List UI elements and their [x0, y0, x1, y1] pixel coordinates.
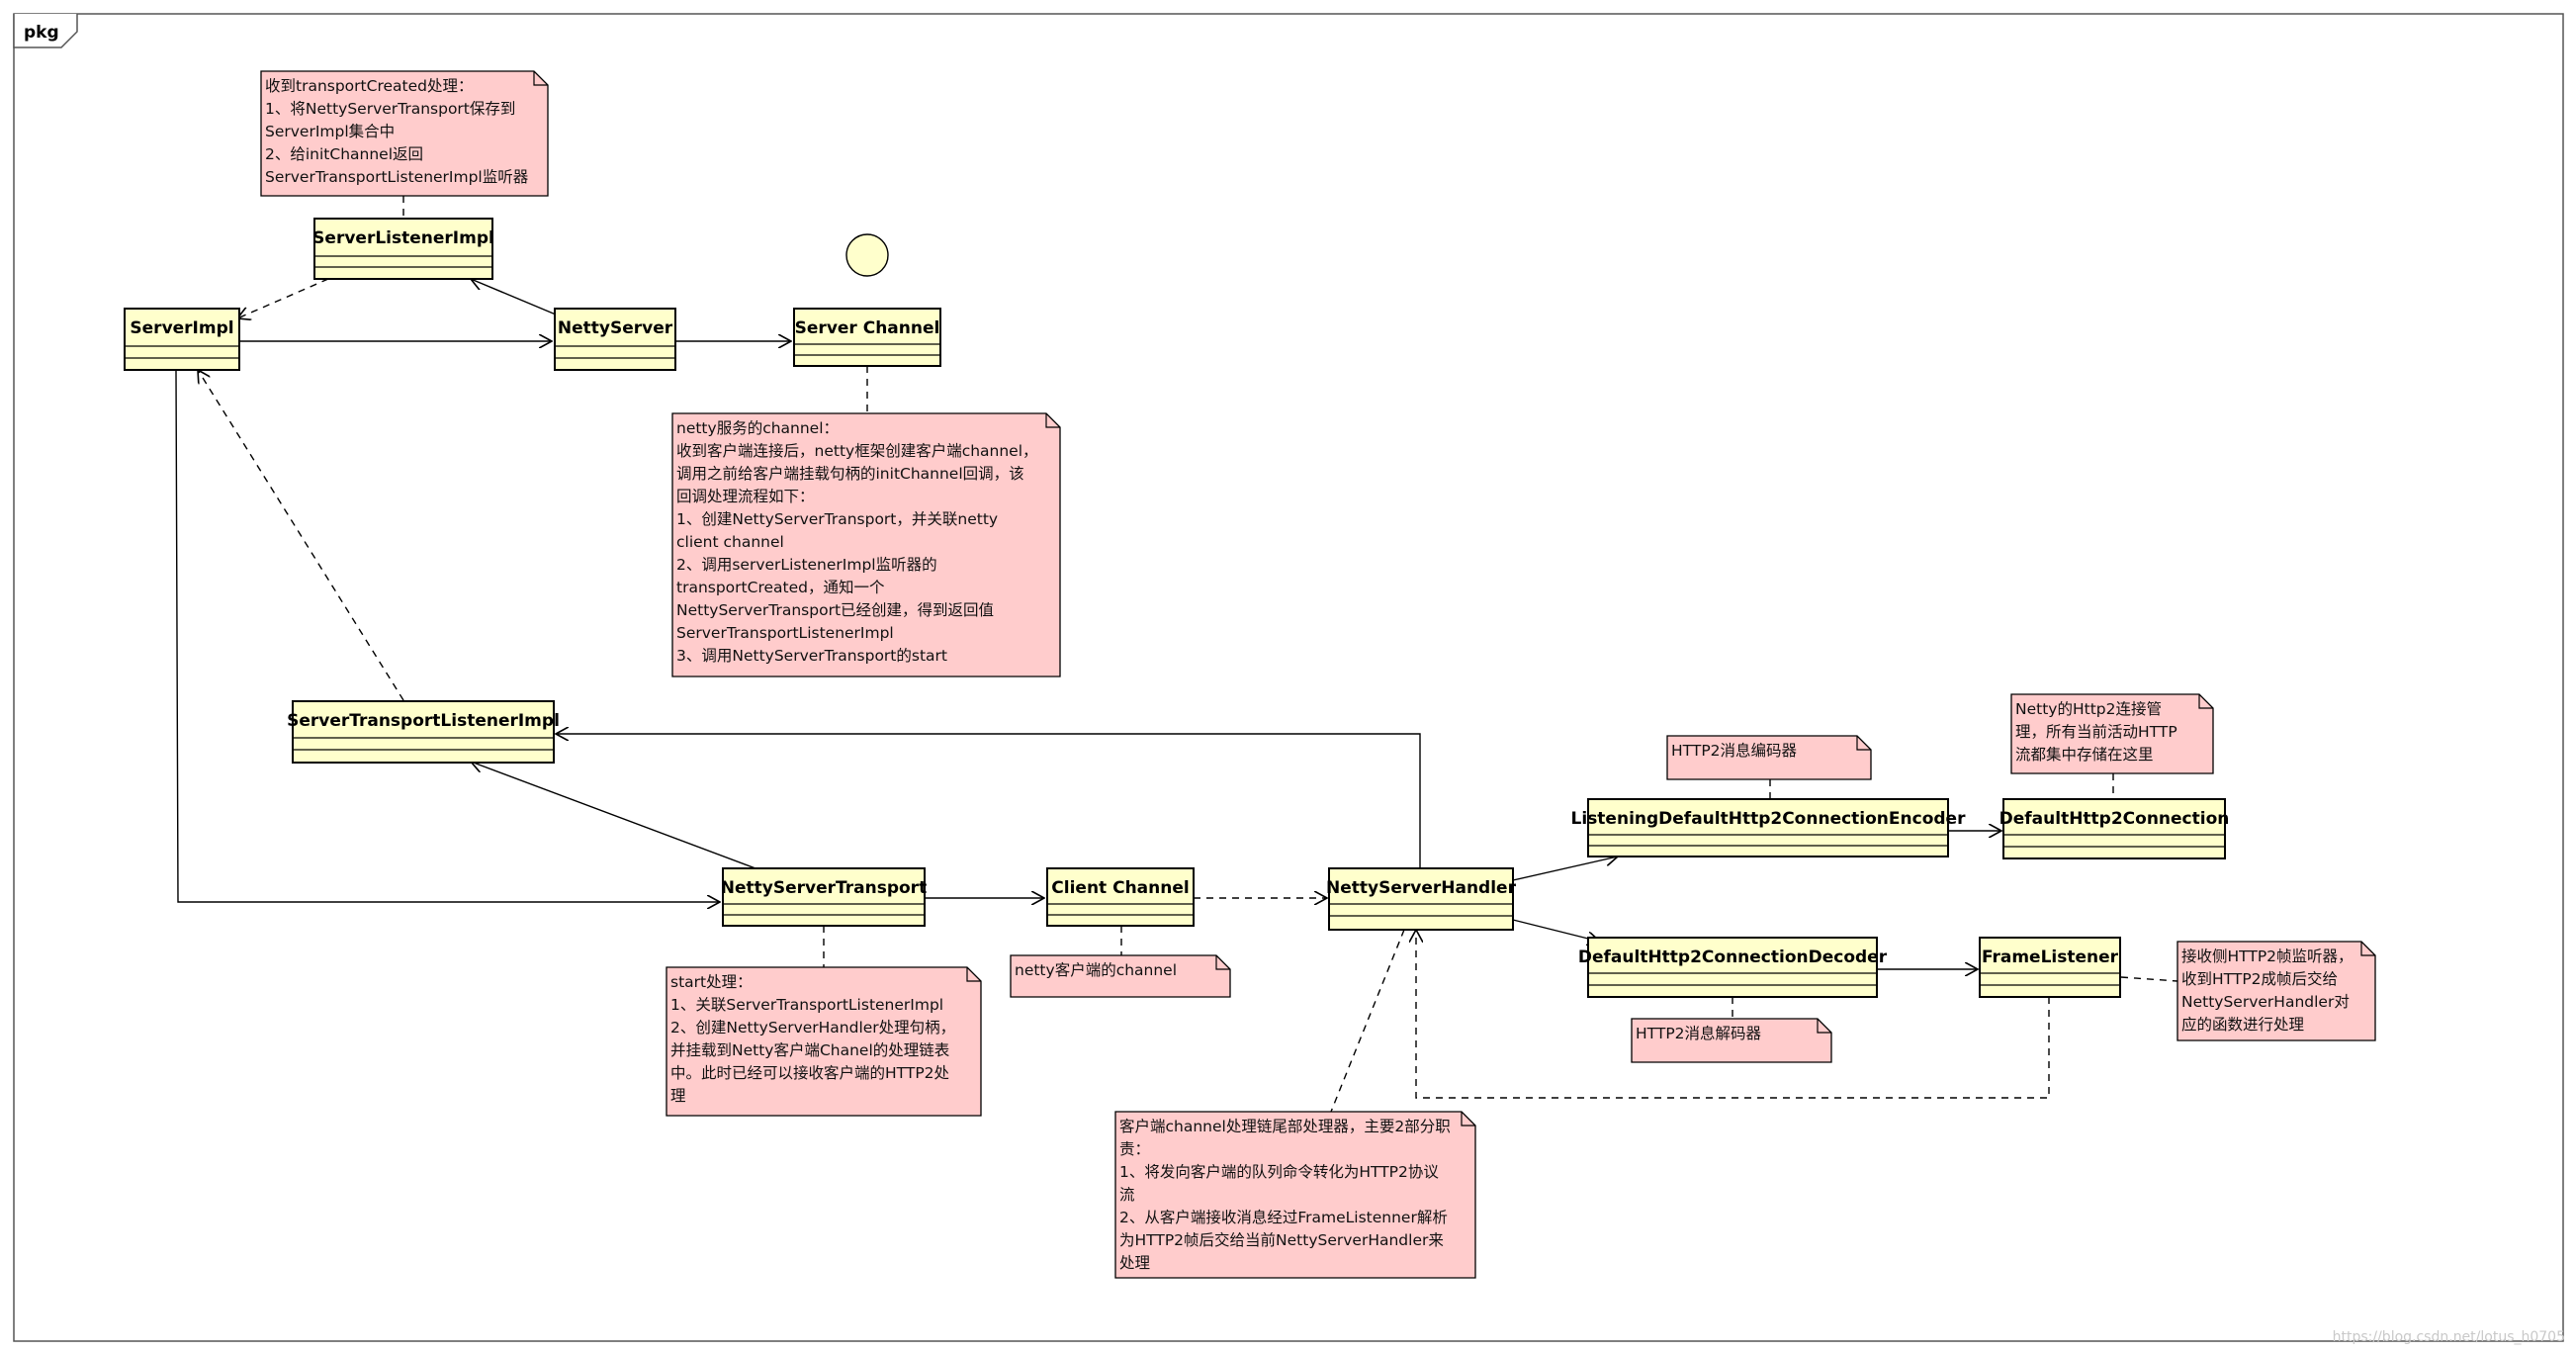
note-anchor-handler	[1330, 929, 1405, 1113]
class-name: ListeningDefaultHttp2ConnectionEncoder	[1571, 809, 1967, 829]
note-line: 2、给initChannel返回	[265, 145, 423, 163]
note-line: 收到客户端连接后，netty框架创建客户端channel，	[676, 442, 1038, 460]
note-line: ServerTransportListenerImpl	[676, 624, 894, 642]
note-line: 1、创建NettyServerTransport，并关联netty	[676, 510, 998, 528]
note-line: transportCreated，通知一个	[676, 579, 885, 596]
class-default-http2-connection[interactable]: DefaultHttp2Connection	[1999, 798, 2230, 859]
note-line: 责：	[1119, 1140, 1150, 1158]
class-listening-default-http2-connection-encoder[interactable]: ListeningDefaultHttp2ConnectionEncoder	[1571, 798, 1967, 857]
class-default-http2-connection-decoder[interactable]: DefaultHttp2ConnectionDecoder	[1578, 937, 1888, 998]
interface-lollipop-icon	[845, 233, 889, 277]
note-line: 理，所有当前活动HTTP	[2015, 723, 2177, 741]
link-handler-to-encoder	[1512, 857, 1618, 881]
link-nettyserver-to-listener	[471, 279, 557, 316]
class-name: ServerTransportListenerImpl	[287, 711, 560, 731]
note-line: 并挂载到Netty客户端Chanel的处理链表	[670, 1041, 949, 1059]
note-line: 2、调用serverListenerImpl监听器的	[676, 556, 937, 574]
note-line: 流都集中存储在这里	[2015, 746, 2154, 764]
link-handler-to-listenerimpl	[556, 734, 1421, 868]
note-anchor-frame-listener	[2120, 976, 2178, 982]
note-line: 收到HTTP2成帧后交给	[2181, 970, 2338, 988]
note-line: 处理	[1119, 1254, 1150, 1272]
note-line: ServerImpl集合中	[265, 123, 395, 140]
class-name: DefaultHttp2ConnectionDecoder	[1578, 947, 1888, 967]
note-line: 1、将NettyServerTransport保存到	[265, 100, 515, 118]
note-encoder: HTTP2消息编码器	[1666, 735, 1872, 780]
link-serverimpl-to-transport	[175, 369, 720, 902]
note-start: start处理： 1、关联ServerTransportListenerImpl 2…	[666, 966, 982, 1117]
link-transportlistener-to-serverimpl	[198, 370, 404, 701]
class-name: FrameListener	[1982, 947, 2119, 967]
note-line: Netty的Http2连接管	[2015, 700, 2162, 718]
note-line: 理	[670, 1087, 686, 1105]
note-line: netty服务的channel：	[676, 419, 839, 437]
note-line: HTTP2消息编码器	[1671, 742, 1798, 760]
note-line: HTTP2消息解码器	[1636, 1025, 1762, 1042]
class-name: DefaultHttp2Connection	[1999, 809, 2230, 829]
note-line: 2、创建NettyServerHandler处理句柄，	[670, 1019, 955, 1037]
note-client-channel: netty客户端的channel	[1010, 954, 1231, 998]
note-line: 1、关联ServerTransportListenerImpl	[670, 996, 943, 1014]
class-server-impl[interactable]: ServerImpl	[124, 308, 240, 371]
class-name: ServerListenerImpl	[312, 228, 494, 248]
package-label: pkg	[24, 23, 59, 43]
class-server-listener-impl[interactable]: ServerListenerImpl	[312, 218, 494, 280]
class-netty-server-handler[interactable]: NettyServerHandler	[1326, 867, 1517, 931]
note-line: 2、从客户端接收消息经过FrameListenner解析	[1119, 1209, 1448, 1226]
class-client-channel[interactable]: Client Channel	[1046, 867, 1195, 927]
class-netty-server-transport[interactable]: NettyServerTransport	[721, 867, 927, 927]
note-line: 调用之前给客户端挂载句柄的initChannel回调，该	[676, 465, 1024, 483]
connectors	[175, 196, 2178, 1113]
watermark: https://blog.csdn.net/lotus_h0705	[2333, 1329, 2565, 1345]
note-line: 客户端channel处理链尾部处理器，主要2部分职	[1119, 1118, 1451, 1135]
link-framelistener-to-handler	[1416, 930, 2050, 1099]
note-line: 应的函数进行处理	[2181, 1015, 2304, 1034]
note-line: netty客户端的channel	[1015, 961, 1177, 979]
note-line: 1、将发向客户端的队列命令转化为HTTP2协议	[1119, 1163, 1439, 1181]
note-line: 为HTTP2帧后交给当前NettyServerHandler来	[1119, 1231, 1444, 1249]
note-line: 回调处理流程如下：	[676, 488, 815, 505]
class-netty-server[interactable]: NettyServer	[554, 308, 676, 371]
class-server-channel[interactable]: Server Channel	[793, 308, 941, 367]
class-name: NettyServerTransport	[721, 878, 927, 898]
note-frame-listener: 接收侧HTTP2帧监听器， 收到HTTP2成帧后交给 NettyServerHand…	[2176, 941, 2376, 1041]
link-transport-to-listenerimpl	[471, 762, 756, 869]
note-server-channel: netty服务的channel： 收到客户端连接后，netty框架创建客户端cha…	[671, 412, 1061, 677]
class-name: NettyServer	[558, 318, 673, 338]
notes: 收到transportCreated处理： 1、将NettyServerTrans…	[260, 70, 2376, 1279]
link-listener-to-serverimpl	[237, 278, 329, 318]
class-name: NettyServerHandler	[1326, 878, 1517, 898]
note-line: 接收侧HTTP2帧监听器，	[2181, 947, 2354, 965]
note-line: NettyServerHandler对	[2181, 993, 2350, 1011]
note-line: 3、调用NettyServerTransport的start	[676, 647, 947, 665]
note-transport-created: 收到transportCreated处理： 1、将NettyServerTrans…	[260, 70, 549, 197]
class-name: ServerImpl	[130, 318, 233, 338]
class-frame-listener[interactable]: FrameListener	[1979, 937, 2121, 998]
package-frame: pkg	[13, 13, 2564, 1342]
note-line: client channel	[676, 533, 784, 551]
note-line: start处理：	[670, 973, 753, 991]
class-name: Server Channel	[795, 318, 940, 338]
note-line: 流	[1119, 1186, 1135, 1204]
note-line: ServerTransportListenerImpl监听器	[265, 168, 529, 186]
note-line: 中。此时已经可以接收客户端的HTTP2处	[670, 1064, 949, 1082]
class-name: Client Channel	[1051, 878, 1189, 898]
class-server-transport-listener-impl[interactable]: ServerTransportListenerImpl	[287, 700, 560, 764]
note-line: NettyServerTransport已经创建，得到返回值	[676, 601, 994, 619]
link-handler-to-decoder	[1512, 919, 1600, 942]
note-line: 收到transportCreated处理：	[265, 77, 473, 95]
note-decoder: HTTP2消息解码器	[1631, 1018, 1832, 1063]
